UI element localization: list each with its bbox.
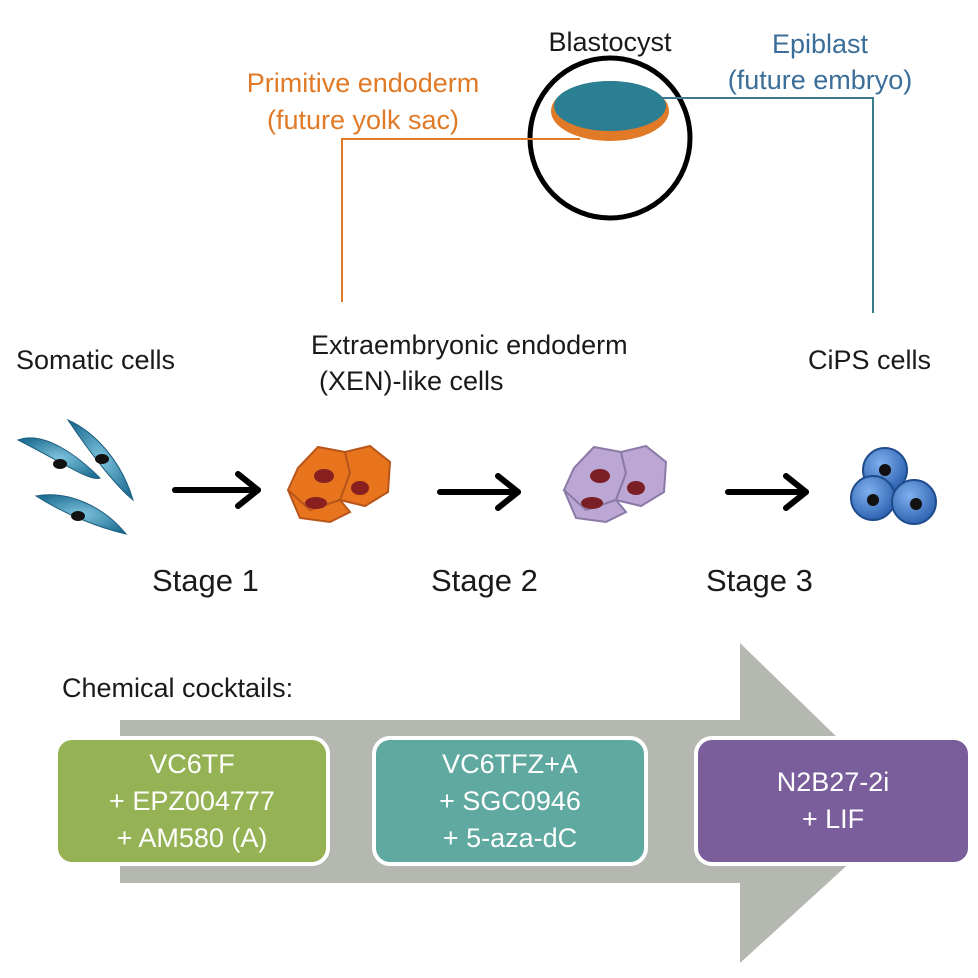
stage-arrow-3 <box>725 473 809 511</box>
somatic-cells-label: Somatic cells <box>16 345 176 375</box>
cips-cells-label: CiPS cells <box>808 345 932 375</box>
epiblast-label: Epiblast (future embryo) <box>728 26 913 98</box>
cocktail-1-line-3: + AM580 (A) <box>116 822 268 853</box>
primitive-endoderm-connector <box>341 138 580 302</box>
primitive-endoderm-line1: Primitive endoderm <box>246 68 480 98</box>
xen-cells-label: Extraembryonic endoderm (XEN)-like cells <box>311 327 628 399</box>
stage-3-label: Stage 3 <box>706 563 813 598</box>
xen-like-cells-illustration <box>286 444 392 524</box>
cocktail-3-line-2: + LIF <box>801 804 865 834</box>
intermediate-cells-illustration <box>562 444 668 524</box>
epiblast-line1: Epiblast <box>771 29 869 59</box>
cocktail-3-line-1: N2B27-2i <box>776 767 890 797</box>
cocktail-2-line-3: + 5-aza-dC <box>442 822 578 853</box>
primitive-endoderm-line2: (future yolk sac) <box>266 105 460 135</box>
cips-cells-illustration <box>850 447 937 525</box>
cocktail-box-stage-2: VC6TFZ+A + SGC0946 + 5-aza-dC <box>372 736 648 866</box>
cocktail-box-stage-1: VC6TF + EPZ004777 + AM580 (A) <box>54 736 330 866</box>
cocktail-2-line-2: + SGC0946 <box>439 785 581 816</box>
blastocyst-label: Blastocyst <box>548 27 672 57</box>
xen-cells-line1: Extraembryonic endoderm <box>311 330 628 360</box>
primitive-endoderm-label: Primitive endoderm (future yolk sac) <box>247 65 480 139</box>
blastocyst-illustration <box>527 55 693 221</box>
cocktail-box-stage-3: N2B27-2i + LIF <box>694 736 972 866</box>
epiblast-connector <box>662 97 874 313</box>
cocktail-1-line-2: + EPZ004777 <box>109 785 275 816</box>
stage-2-label: Stage 2 <box>431 563 538 598</box>
chemical-cocktails-heading: Chemical cocktails: <box>62 673 294 703</box>
epiblast-line2: (future embryo) <box>727 65 913 95</box>
stage-arrow-1 <box>172 471 261 509</box>
somatic-cells-illustration <box>16 418 134 535</box>
xen-cells-line2: (XEN)-like cells <box>319 366 504 396</box>
stage-1-label: Stage 1 <box>152 563 259 598</box>
cocktail-1-line-1: VC6TF <box>149 748 235 779</box>
stage-arrow-2 <box>437 473 521 511</box>
cocktail-2-line-1: VC6TFZ+A <box>442 748 578 779</box>
